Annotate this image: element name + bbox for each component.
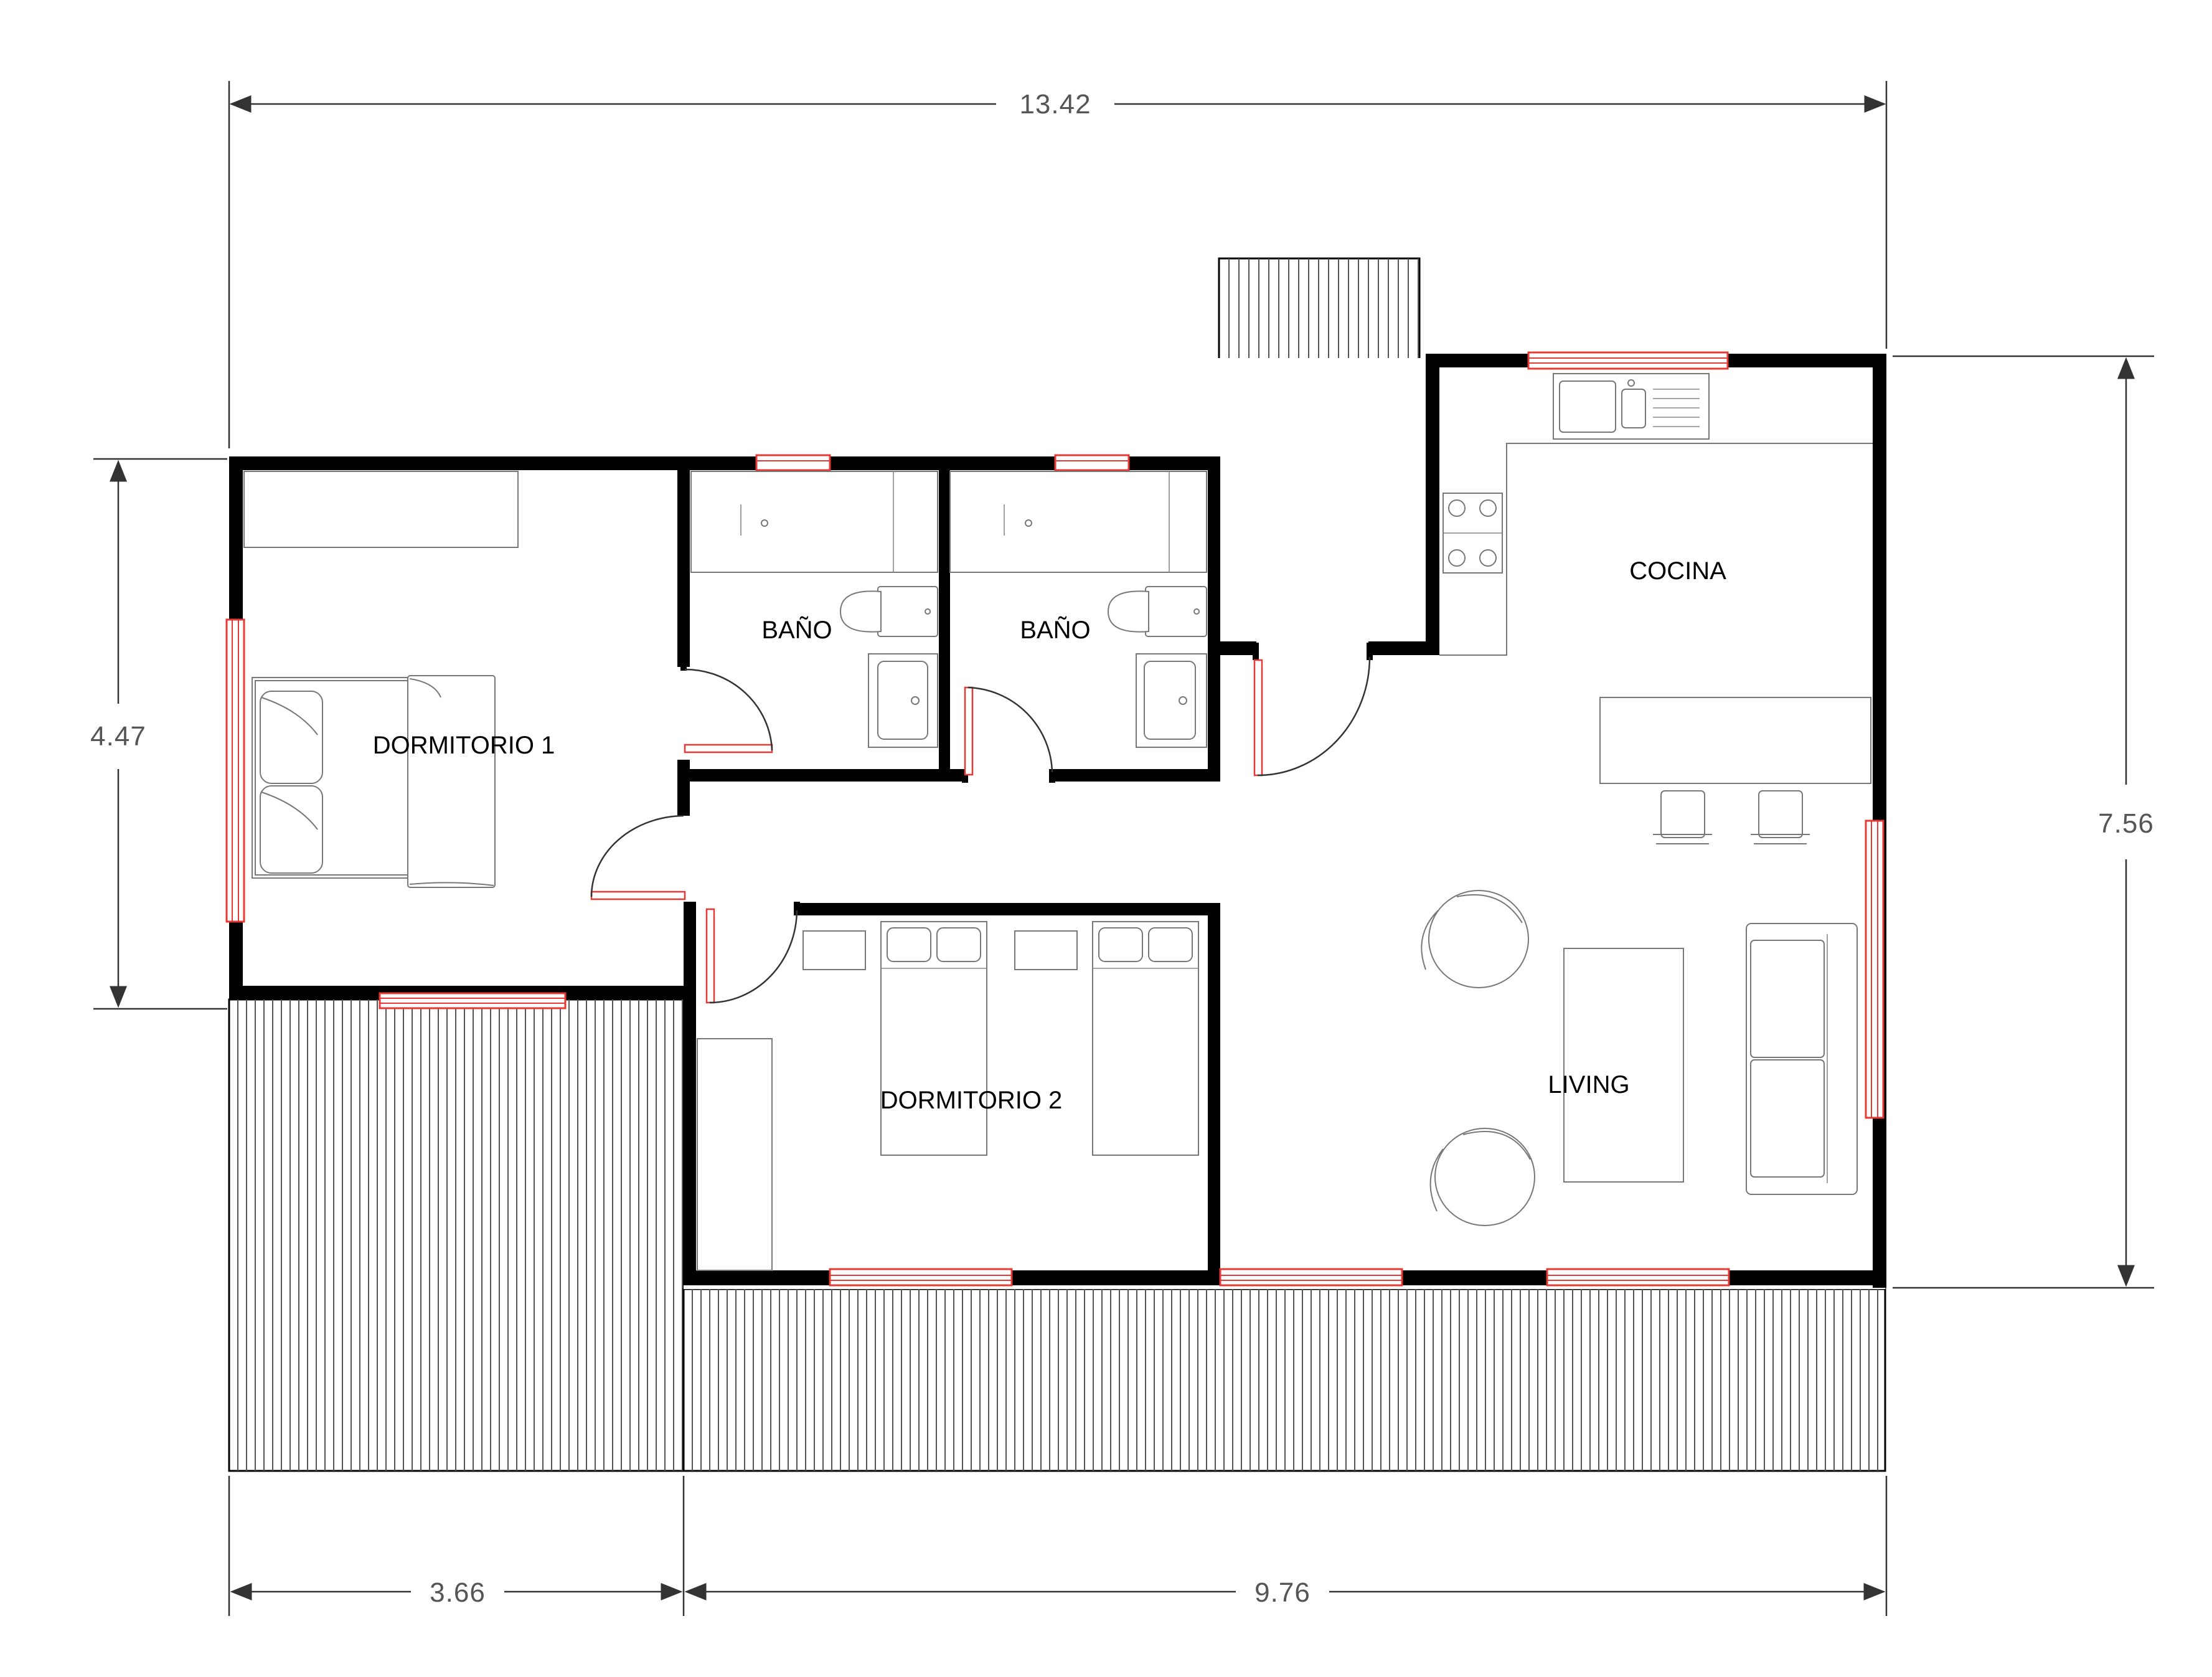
deck-bottom xyxy=(682,1285,1886,1472)
room-label-dormitorio-2: DORMITORIO 2 xyxy=(880,1087,1063,1114)
dimension-bottom-right: 9.76 xyxy=(1254,1577,1311,1608)
room-label-cocina: COCINA xyxy=(1629,557,1726,585)
dimension-lines xyxy=(93,81,2154,1616)
dimension-right-height: 7.56 xyxy=(2098,808,2154,839)
room-label-living: LIVING xyxy=(1548,1071,1629,1098)
dimension-bottom-left: 3.66 xyxy=(430,1577,486,1608)
room-label-dormitorio-1: DORMITORIO 1 xyxy=(373,732,555,759)
dimension-top-total: 13.42 xyxy=(1019,89,1091,120)
dimension-left-height: 4.47 xyxy=(90,721,146,752)
room-labels: DORMITORIO 1 BAÑO BAÑO COCINA DORMITORIO… xyxy=(373,557,1726,1114)
room-label-bano-2: BAÑO xyxy=(1020,616,1090,644)
doors xyxy=(590,643,1373,1004)
windows xyxy=(225,351,1885,1287)
deck-left xyxy=(228,998,685,1472)
dimension-labels: 13.42 4.47 7.56 3.66 9.76 xyxy=(90,89,2154,1608)
room-label-bano-1: BAÑO xyxy=(761,616,832,644)
furniture xyxy=(243,373,1873,1271)
